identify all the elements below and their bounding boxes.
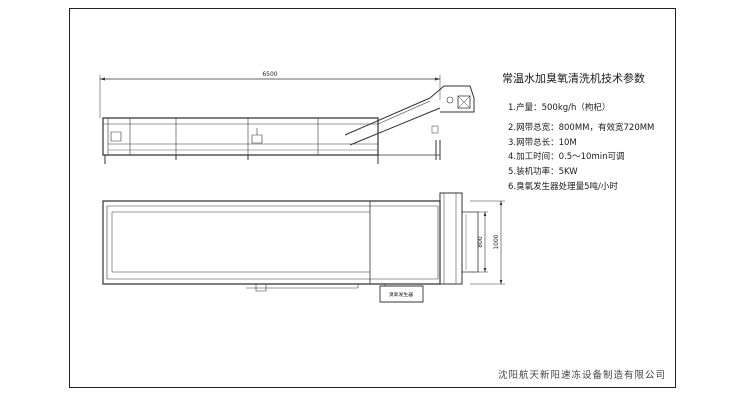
spec-line-1: 1.产量：500kg/h（枸杞） bbox=[508, 102, 610, 113]
dim-arrow-4 bbox=[499, 280, 503, 284]
ozone-generator-box bbox=[380, 286, 423, 302]
spec-line-4: 4.加工时间：0.5～10min可调 bbox=[508, 151, 624, 162]
drive-unit-plan bbox=[462, 212, 478, 272]
spec-title: 常温水加臭氧清洗机技术参数 bbox=[502, 71, 645, 85]
inner-width-dimension-text: 800 bbox=[477, 236, 484, 248]
drain-outlet bbox=[256, 284, 266, 291]
incline-lower bbox=[345, 98, 430, 135]
plan-view bbox=[103, 193, 505, 302]
motor-cross-2 bbox=[458, 96, 470, 108]
dim-arrow-3 bbox=[499, 201, 503, 205]
tank-side bbox=[103, 118, 378, 155]
arrow-left bbox=[100, 77, 105, 81]
pump-box bbox=[111, 132, 121, 141]
spec-line-2: 2.网带总宽：800MM，有效宽720MM bbox=[508, 122, 654, 133]
company-name: 沈阳航天新阳速冻设备制造有限公司 bbox=[498, 369, 666, 381]
dim-arrow-1 bbox=[483, 212, 487, 216]
discharge-hood bbox=[430, 86, 474, 112]
discharge-section bbox=[440, 193, 462, 284]
length-dimension-text: 6500 bbox=[262, 71, 277, 78]
spec-line-3: 3.网带总长：10M bbox=[508, 137, 577, 148]
spec-block: 常温水加臭氧清洗机技术参数 1.产量：500kg/h（枸杞） 2.网带总宽：80… bbox=[502, 71, 654, 192]
spec-line-5: 5.装机功率：5KW bbox=[508, 166, 578, 177]
side-view: 6500 bbox=[100, 71, 474, 164]
drive-motor bbox=[458, 96, 470, 108]
tank-plan-inner bbox=[107, 206, 438, 279]
head-drum bbox=[447, 97, 453, 103]
dim-arrow-2 bbox=[483, 268, 487, 272]
outer-width-dimension-text: 1000 bbox=[493, 234, 500, 249]
tank-plan-outline bbox=[103, 201, 440, 284]
incline-upper bbox=[350, 108, 440, 145]
incline-belt bbox=[378, 101, 430, 124]
ozone-inlet-box bbox=[252, 135, 262, 143]
ozone-generator-label: 臭氧发生器 bbox=[389, 291, 413, 298]
arrow-right bbox=[435, 77, 440, 81]
spec-line-6: 6.臭氧发生器处理量5吨/小时 bbox=[508, 181, 618, 192]
drawing-frame bbox=[69, 8, 676, 388]
bearing-block bbox=[432, 126, 438, 133]
